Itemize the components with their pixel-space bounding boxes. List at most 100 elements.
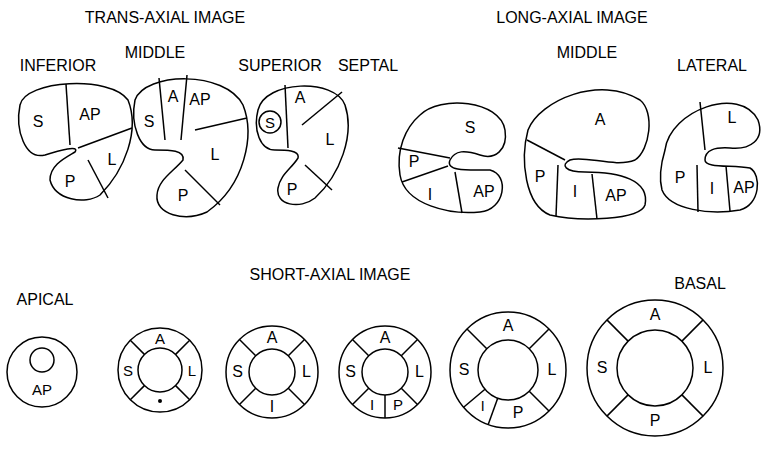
long-axial-septal-slice xyxy=(398,103,505,213)
segment-label: L xyxy=(548,362,557,378)
short-axial-ring-line xyxy=(529,329,549,349)
segment-label: A xyxy=(595,112,606,128)
short-axial-ring-line xyxy=(339,326,431,418)
long-axial-middle-slice-line xyxy=(527,140,565,160)
long-axial-lateral-slice-line xyxy=(726,166,730,211)
trans-axial-inferior-slice-line xyxy=(19,84,132,200)
segment-label: AP xyxy=(473,184,494,200)
segment-label: AP xyxy=(189,92,210,108)
segment-label: P xyxy=(513,405,524,421)
segment-label: P xyxy=(650,413,661,429)
long-axial-lateral-slice-line xyxy=(697,165,698,212)
short-axial-ring-line xyxy=(401,388,417,404)
short-axial-ring-line xyxy=(226,326,318,418)
view-heading: BASAL xyxy=(674,276,726,292)
short-axial-basal-ring-line xyxy=(607,395,628,416)
short-axial-basal-ring-line xyxy=(682,320,703,341)
segment-label: S xyxy=(265,115,275,130)
segment-label: A xyxy=(295,90,306,106)
trans-axial-superior-slice-line xyxy=(256,86,348,205)
trans-axial-middle-slice xyxy=(134,75,248,217)
short-axial-ring-line xyxy=(118,328,202,412)
segment-label: L xyxy=(728,110,737,126)
segment-label: P xyxy=(535,169,546,185)
segment-label: L xyxy=(326,132,335,148)
segment-label: L xyxy=(302,364,311,380)
short-axial-basal-ring-line xyxy=(682,395,703,416)
trans-axial-middle-slice-line xyxy=(181,75,187,140)
trans-axial-inferior-slice xyxy=(19,84,132,200)
segment-label: I xyxy=(481,399,485,413)
segment-label: S xyxy=(597,360,608,376)
trans-axial-middle-slice-line xyxy=(134,79,248,217)
short-axial-ring-line xyxy=(130,386,144,400)
long-axial-lateral-slice-line xyxy=(660,103,759,211)
short-axial-apical-slice xyxy=(7,337,77,407)
trans-axial-middle-slice-line xyxy=(185,170,220,205)
long-axial-middle-slice-line xyxy=(592,174,597,219)
short-axial-ring xyxy=(339,326,431,418)
segment-label: A xyxy=(650,307,661,323)
short-axial-ring-line xyxy=(353,388,369,404)
trans-axial-superior-slice-line xyxy=(285,85,288,148)
trans-axial-middle-slice-line xyxy=(159,78,165,140)
short-axial-ring-line xyxy=(450,312,566,428)
short-axial-ring-line xyxy=(176,340,190,354)
short-axial-ring xyxy=(118,328,202,412)
view-heading: MIDDLE xyxy=(125,45,185,61)
long-axial-septal-slice-line xyxy=(398,148,450,158)
trans-axial-superior-slice xyxy=(256,85,348,205)
segment-label: S xyxy=(33,114,44,130)
short-axial-ring-line xyxy=(401,340,417,356)
long-axial-middle-slice-line xyxy=(524,90,649,219)
segment-label: A xyxy=(380,330,391,346)
short-axial-basal-ring-line xyxy=(617,330,693,406)
segment-label: AP xyxy=(605,188,626,204)
short-axial-ring-line xyxy=(176,386,190,400)
short-axial-apical-slice-line xyxy=(30,348,54,372)
segment-label: P xyxy=(409,154,420,170)
segment-label: I xyxy=(573,184,577,200)
segment-label: A xyxy=(168,89,179,105)
view-heading: LATERAL xyxy=(677,58,747,74)
long-axial-middle-slice-line xyxy=(556,165,558,216)
segment-label: AP xyxy=(32,382,52,397)
trans-axial-middle-slice-line xyxy=(195,118,247,130)
view-heading: SUPERIOR xyxy=(238,58,322,74)
segment-label: L xyxy=(415,364,424,380)
segment-label: AP xyxy=(79,107,100,123)
segment-label: L xyxy=(704,360,713,376)
short-axial-ring-line xyxy=(384,395,386,418)
segment-label: P xyxy=(675,170,686,186)
trans-axial-superior-slice-line xyxy=(305,165,332,190)
segment-label: P xyxy=(178,188,189,204)
short-axial-ring-line xyxy=(138,348,182,392)
segment-label: A xyxy=(503,318,514,334)
short-axial-ring-line xyxy=(240,340,256,356)
short-axial-ring-line xyxy=(288,388,304,404)
segment-label: I xyxy=(428,187,432,203)
section-heading: SHORT-AXIAL IMAGE xyxy=(250,267,411,283)
short-axial-ring-line xyxy=(529,391,549,411)
short-axial-ring-line xyxy=(240,388,256,404)
short-axial-basal-ring-line xyxy=(607,320,628,341)
segment-label: S xyxy=(144,114,155,130)
segment-label: S xyxy=(459,362,470,378)
segment-label: S xyxy=(123,363,133,378)
segment-label: I xyxy=(270,399,274,415)
segment-label: L xyxy=(188,363,196,378)
short-axial-ring xyxy=(226,326,318,418)
trans-axial-superior-slice-line xyxy=(259,111,281,133)
view-heading: SEPTAL xyxy=(338,58,398,74)
short-axial-ring-line xyxy=(158,399,162,403)
section-heading: LONG-AXIAL IMAGE xyxy=(496,10,647,26)
long-axial-lateral-slice-line xyxy=(700,102,705,150)
segment-label: L xyxy=(211,147,220,163)
long-axial-septal-slice-line xyxy=(455,172,462,213)
short-axial-ring-line xyxy=(130,340,144,354)
segment-label: L xyxy=(108,152,117,168)
view-heading: MIDDLE xyxy=(557,45,617,61)
segment-label: S xyxy=(345,364,356,380)
segment-label: P xyxy=(393,397,403,412)
short-axial-ring xyxy=(450,312,566,428)
